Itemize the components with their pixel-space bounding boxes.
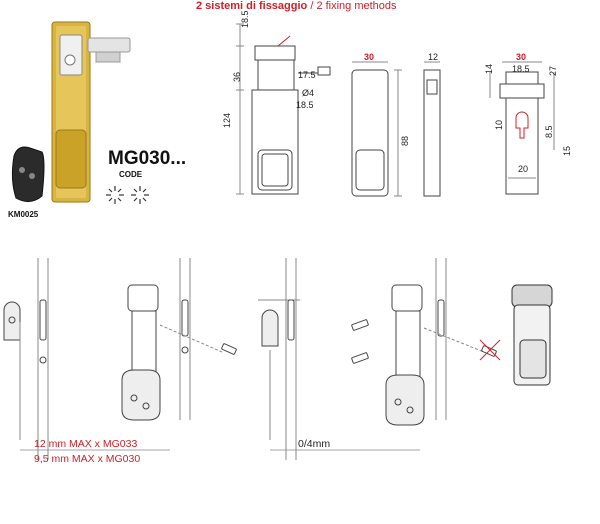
model-code: MG030... [108, 148, 187, 169]
fixing-methods-title: 2 sistemi di fissaggio / 2 fixing method… [196, 0, 446, 12]
product-photo [51, 21, 131, 203]
dim-27: 27 [548, 65, 558, 76]
dim-8-5: 8.5 [544, 125, 554, 138]
dim-124: 124 [222, 112, 232, 128]
dim-18-5-low: 18.5 [296, 100, 314, 110]
assembly-right-drawing [511, 284, 553, 386]
note-max-mg033: 12 mm MAX x MG033 [34, 438, 138, 450]
dim-front-width: 30 [364, 52, 375, 62]
note-max-mg030: 9,5 mm MAX x MG030 [34, 453, 141, 465]
code-label: CODE [119, 170, 143, 179]
dim-14: 14 [484, 63, 494, 74]
key-km0025-photo [11, 146, 45, 202]
title-separator: / [307, 0, 317, 12]
dim-diameter-4: Ø4 [302, 88, 315, 98]
assembly-left-drawing [3, 258, 237, 460]
back-view-drawing [489, 61, 555, 195]
note-offset: 0/4mm [298, 438, 331, 450]
key-code: KM0025 [8, 210, 39, 219]
code-icons [106, 186, 149, 204]
side-view-drawing [423, 61, 441, 197]
dim-15: 15 [562, 145, 572, 156]
dim-side-width: 12 [428, 52, 439, 62]
title-english: 2 fixing methods [316, 0, 397, 12]
dim-17-5: 17.5 [298, 70, 316, 80]
front-view-drawing [351, 61, 402, 197]
assembly-middle-drawing [258, 258, 501, 460]
dim-20: 20 [518, 164, 529, 174]
dim-10: 10 [494, 119, 504, 130]
side-profile-drawing [236, 23, 331, 195]
dim-back-18-5: 18.5 [512, 64, 530, 74]
dim-18-5-top: 18.5 [240, 10, 250, 28]
dim-back-width: 30 [516, 52, 527, 62]
dim-36: 36 [232, 71, 242, 82]
title-italian: 2 sistemi di fissaggio [196, 0, 308, 12]
dim-height-88: 88 [400, 135, 410, 146]
